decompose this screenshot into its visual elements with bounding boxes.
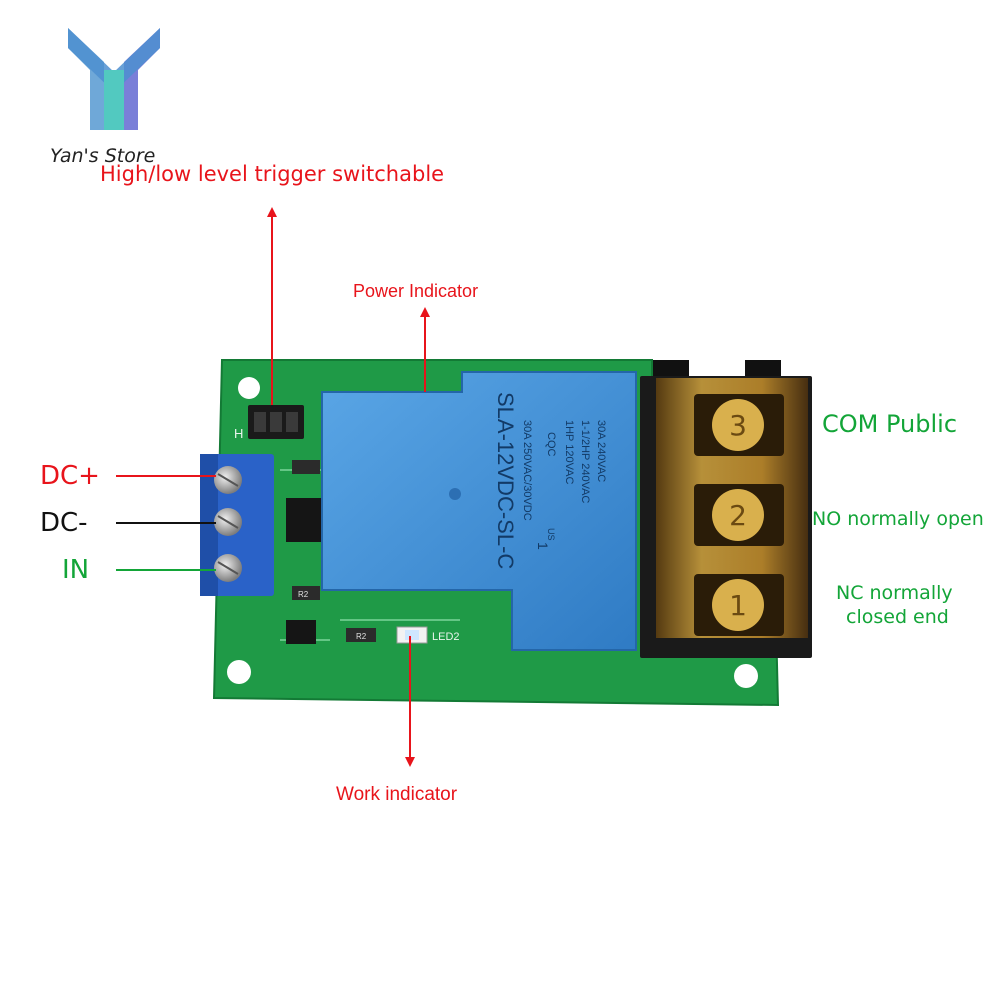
nc-label-line1: NC normally (836, 582, 953, 604)
trigger-jumper[interactable]: H (234, 405, 304, 441)
store-logo (68, 28, 160, 130)
relay-model: SLA-12VDC-SL-C (493, 392, 518, 569)
smd-components: R2 R2 (286, 460, 376, 644)
no-label: NO normally open (812, 508, 984, 530)
relay-rating-2: 30A 240VAC (595, 420, 607, 482)
h-mark: H (234, 426, 243, 441)
relay-ul: US (546, 528, 556, 541)
output-terminal-block: 3 2 1 (640, 360, 812, 658)
relay-hp-2: 1-1/2HP 240VAC (579, 420, 591, 503)
terminal-no[interactable]: 2 (694, 484, 784, 546)
terminal-com[interactable]: 3 (694, 394, 784, 456)
nc-label-line2: closed end (846, 606, 949, 628)
relay-hp-1: 1HP 120VAC (563, 420, 575, 484)
led2-work-indicator: LED2 (396, 626, 460, 644)
terminal-number: 3 (729, 409, 747, 442)
relay: SLA-12VDC-SL-C 30A 250VAC/30VDC 1HP 120V… (321, 371, 637, 651)
resistor-label: R2 (298, 590, 309, 599)
mount-hole (227, 660, 251, 684)
work-indicator-label: Work indicator (336, 784, 458, 805)
input-terminal-block (200, 454, 274, 596)
relay-rating-1: 30A 250VAC/30VDC (521, 420, 533, 521)
store-name: Yan's Store (50, 145, 156, 167)
power-indicator-label: Power Indicator (353, 281, 479, 301)
dc-minus-label: DC- (40, 508, 88, 538)
relay-cert: CQC (545, 432, 557, 457)
led2-label: LED2 (432, 631, 460, 643)
relay-pin: 1 (535, 542, 551, 550)
mount-hole (734, 664, 758, 688)
terminal-number: 2 (729, 499, 747, 532)
terminal-nc[interactable]: 1 (694, 574, 784, 636)
terminal-number: 1 (729, 589, 747, 622)
annotation-arrows (116, 207, 430, 767)
trigger-label: High/low level trigger switchable (100, 162, 445, 186)
dc-plus-label: DC+ (40, 461, 100, 491)
mount-hole (238, 377, 260, 399)
in-label: IN (62, 555, 90, 585)
com-label: COM Public (822, 410, 958, 438)
resistor-label: R2 (356, 632, 367, 641)
